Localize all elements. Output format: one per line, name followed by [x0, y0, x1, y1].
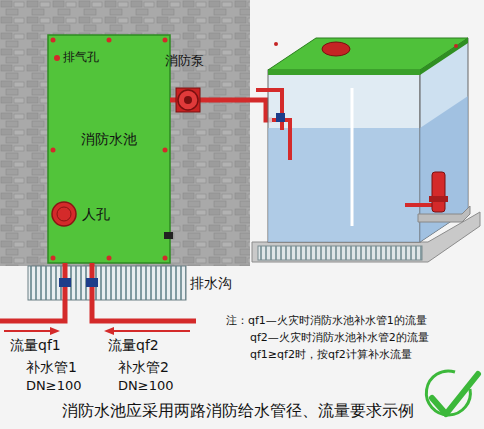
pump-symbol: [178, 90, 198, 110]
note: qf1≥qf2时，按qf2计算补水流量: [250, 349, 412, 362]
pump-body: [176, 88, 200, 112]
valve: [59, 278, 71, 287]
drain-trench: [28, 266, 186, 300]
part-label: 排水沟: [190, 275, 232, 291]
bolts: [51, 38, 168, 261]
note: qf2—火灾时消防水池补水管2的流量: [250, 332, 429, 345]
part-label: 人孔: [82, 206, 110, 222]
check-mark: [432, 374, 478, 414]
pipe-label: 补水管1: [26, 359, 77, 375]
pool-top-view: [48, 35, 170, 263]
small-fitting: [164, 232, 173, 239]
vent-hole: [54, 55, 60, 61]
flow-arrow: [112, 330, 190, 332]
manhole-3d: [322, 42, 350, 56]
flow-label: 流量qf1: [10, 337, 61, 353]
flow-arrow-head: [104, 327, 114, 335]
pool-title: 消防水池: [48, 131, 170, 149]
supply-pipe-1: [0, 263, 65, 321]
pump-3d: [432, 172, 445, 212]
tank-lid: [268, 38, 468, 70]
valve: [276, 113, 285, 122]
valve: [86, 278, 98, 287]
level-gauge: [351, 88, 354, 226]
lid-edge: [268, 70, 420, 75]
pipe-3d: [256, 90, 282, 130]
tank-front: [268, 70, 420, 242]
dimension: DN≥100: [26, 379, 81, 394]
dimension: DN≥100: [118, 379, 173, 394]
part-label: 排气孔: [63, 51, 99, 65]
manhole-ring: [57, 207, 71, 221]
part-label: 消防泵: [165, 54, 204, 69]
pool-box: 消防水池: [48, 35, 170, 263]
bolt: [274, 42, 278, 46]
manhole: [52, 202, 76, 226]
wall-texture: [0, 0, 250, 266]
pipe-label: 补水管2: [118, 359, 169, 375]
pump-hub: [184, 96, 192, 104]
caption: 消防水池应采用两路消防给水管径、流量要求示例: [62, 402, 414, 420]
lid-edge: [420, 38, 468, 75]
bolt: [454, 44, 458, 48]
note: 注：qf1—火灾时消防水池补水管1的流量: [226, 315, 427, 328]
flow-label: 流量qf2: [108, 337, 159, 353]
flow-arrow-head: [50, 327, 60, 335]
pump-flange: [429, 196, 448, 202]
flow-arrow: [4, 330, 52, 332]
trench-3d: [258, 246, 422, 260]
supply-pipe-2: [92, 263, 196, 321]
tank-side: [420, 38, 468, 242]
